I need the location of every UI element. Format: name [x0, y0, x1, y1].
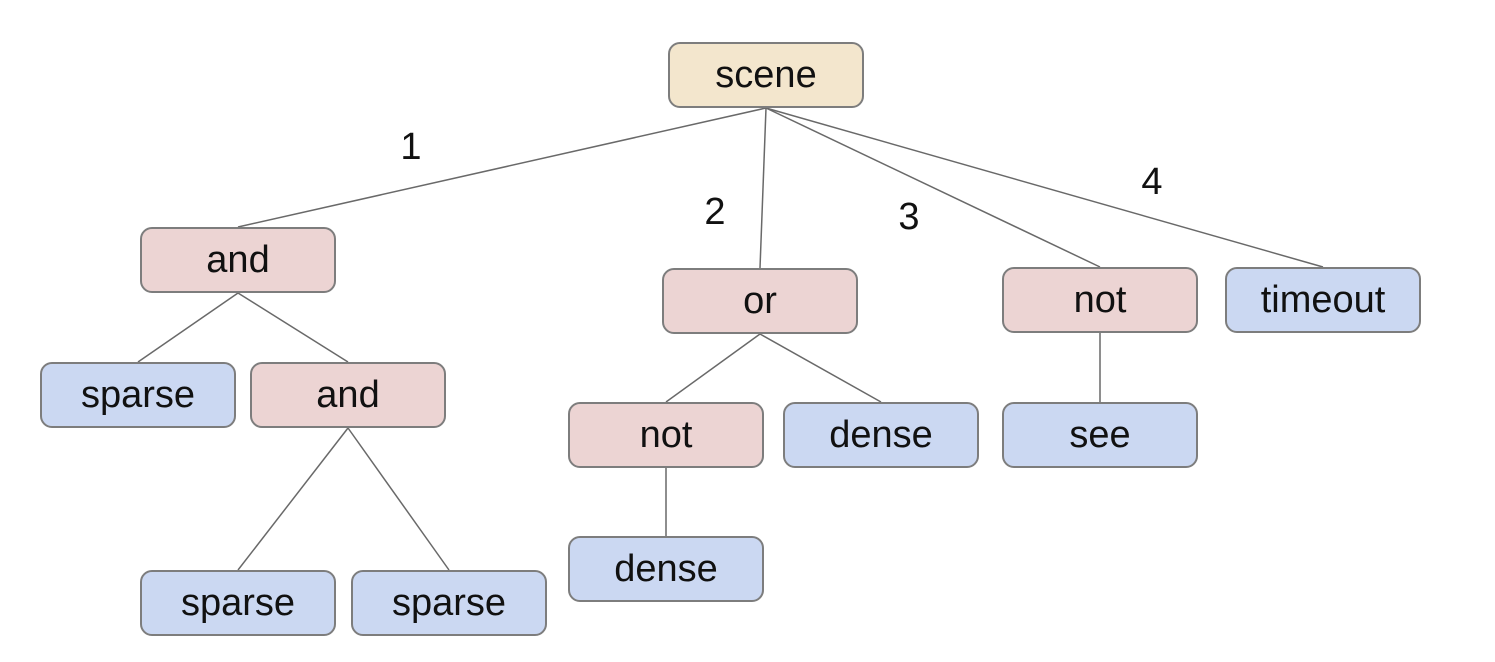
edge-and2-to-sparse2	[237, 427, 349, 571]
node-not1: not	[1002, 267, 1198, 333]
node-timeout: timeout	[1225, 267, 1421, 333]
node-scene: scene	[668, 42, 864, 108]
edge-label-1: 1	[400, 126, 421, 168]
edge-or1-to-dense1	[759, 333, 882, 403]
node-see: see	[1002, 402, 1198, 468]
edge-label-3: 3	[898, 196, 919, 238]
node-dense2: dense	[568, 536, 764, 602]
edge-label-4: 4	[1141, 161, 1162, 203]
edge-and1-to-sparse1	[137, 292, 239, 363]
node-not2: not	[568, 402, 764, 468]
edge-scene-to-not1	[765, 107, 1101, 268]
node-or1: or	[662, 268, 858, 334]
edge-and1-to-and2	[237, 292, 349, 363]
edge-scene-to-timeout	[765, 107, 1324, 268]
edge-scene-to-and1	[237, 107, 767, 228]
edge-or1-to-not2	[665, 333, 761, 403]
edge-label-2: 2	[704, 191, 725, 233]
node-sparse1: sparse	[40, 362, 236, 428]
edge-and2-to-sparse3	[347, 427, 450, 571]
node-and1: and	[140, 227, 336, 293]
node-sparse2: sparse	[140, 570, 336, 636]
node-sparse3: sparse	[351, 570, 547, 636]
node-dense1: dense	[783, 402, 979, 468]
edge-scene-to-or1	[759, 107, 767, 269]
node-and2: and	[250, 362, 446, 428]
